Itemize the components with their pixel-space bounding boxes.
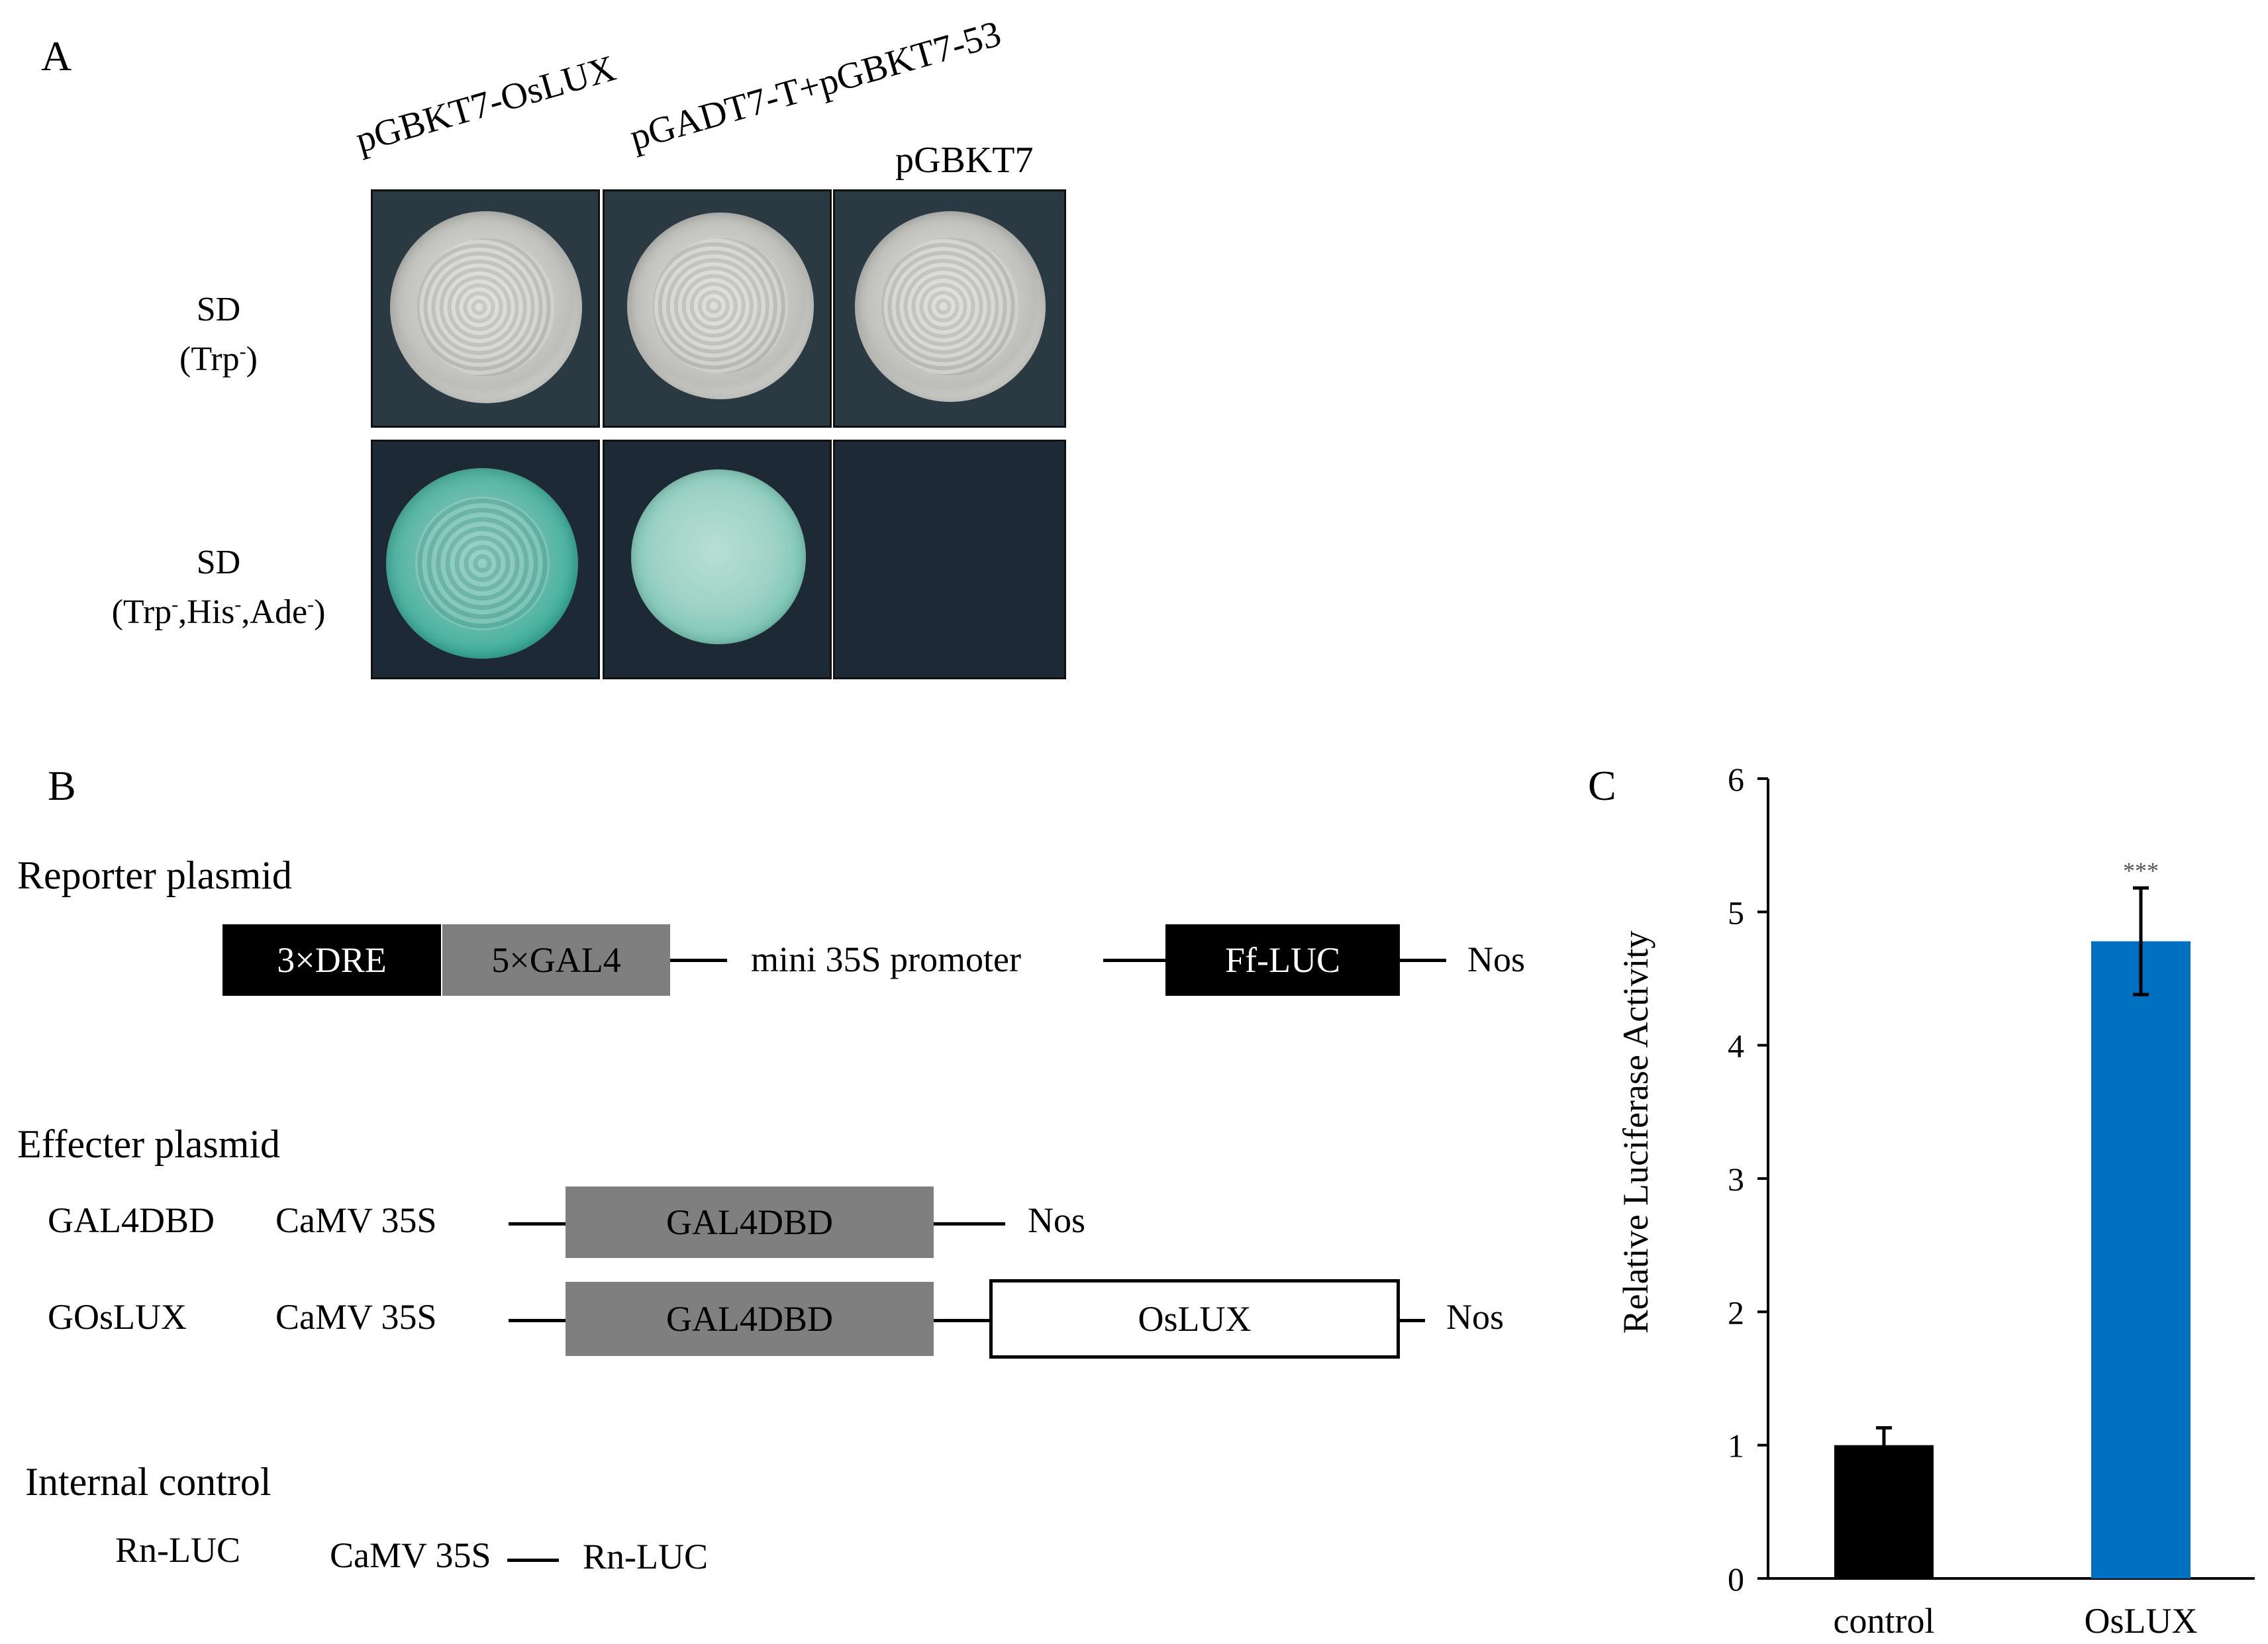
x-tick-label: control — [1834, 1601, 1935, 1641]
x-tick-labels: control OsLUX — [1834, 1601, 2198, 1641]
connector-line — [934, 1319, 991, 1322]
plate-trp-his-ade-oslux — [371, 440, 600, 679]
row-label-sd-trp-his-ade: SD (Trp-,His-,Ade-) — [79, 538, 358, 638]
chart-bars: *** — [1834, 857, 2191, 1578]
yeast-colony — [390, 211, 582, 403]
column-label-pgadt7-t-pgbkt7-53: pGADT7-T+pGBKT7-53 — [625, 13, 1006, 159]
mini-35s-promoter-label: mini 35S promoter — [751, 940, 1021, 979]
column-label-pgbkt7-oslux: pGBKT7-OsLUX — [351, 47, 620, 162]
column-label-pgbkt7: pGBKT7 — [895, 140, 1034, 181]
connector-line — [934, 1222, 1005, 1226]
significance-label: *** — [2123, 857, 2159, 884]
camv-35s-label: CaMV 35S — [330, 1535, 491, 1575]
rn-luc-construct-name: Rn-LUC — [115, 1530, 240, 1570]
nos-terminator-label: Nos — [1446, 1297, 1504, 1337]
connector-line — [509, 1319, 566, 1322]
y-tick-label: 3 — [1728, 1161, 1744, 1198]
gal4dbd-box: GAL4DBD — [566, 1186, 934, 1258]
connector-line — [670, 959, 727, 962]
y-tick-label: 4 — [1728, 1028, 1744, 1065]
panel-c-letter: C — [1588, 762, 1616, 809]
goslux-construct-name: GOsLUX — [48, 1297, 187, 1337]
internal-control-title: Internal control — [25, 1460, 271, 1504]
bar-control — [1834, 1445, 1934, 1578]
y-tick-label: 1 — [1728, 1427, 1744, 1465]
connector-line — [1400, 959, 1446, 962]
row-label-condition: (Trp-) — [179, 340, 258, 379]
plate-trp-empty-vector — [833, 189, 1066, 428]
bar-oslux — [2091, 941, 2191, 1578]
chart-axes: 0 1 2 3 4 5 6 — [1728, 761, 2255, 1598]
plate-trp-his-ade-positive — [603, 440, 832, 679]
reporter-plasmid-title: Reporter plasmid — [17, 853, 292, 897]
plate-trp-positive — [603, 189, 832, 428]
y-tick-label: 5 — [1728, 894, 1744, 931]
gal4dbd-box: GAL4DBD — [566, 1282, 934, 1356]
gal4-box: 5×GAL4 — [442, 924, 670, 996]
ff-luc-box: Ff-LUC — [1165, 924, 1400, 996]
oslux-box: OsLUX — [989, 1279, 1400, 1359]
row-label-sd: SD — [196, 291, 241, 328]
camv-35s-label: CaMV 35S — [275, 1200, 437, 1240]
connector-line — [1400, 1319, 1425, 1322]
gal4dbd-construct-name: GAL4DBD — [48, 1200, 215, 1240]
connector-line — [509, 1222, 566, 1226]
y-tick-label: 2 — [1728, 1294, 1744, 1331]
row-label-sd: SD — [196, 544, 241, 581]
y-axis-label: Relative Luciferase Activity — [1616, 931, 1655, 1334]
camv-35s-label: CaMV 35S — [275, 1297, 437, 1337]
row-label-sd-trp: SD (Trp-) — [139, 285, 298, 385]
x-tick-label: OsLUX — [2085, 1601, 2198, 1641]
row-label-condition: (Trp-,His-,Ade-) — [111, 593, 326, 632]
yeast-colony — [627, 213, 814, 399]
panel-a-letter: A — [41, 32, 72, 79]
panel-b-letter: B — [48, 762, 76, 809]
yeast-colony — [386, 468, 578, 659]
connector-line — [507, 1559, 559, 1562]
nos-terminator-label: Nos — [1028, 1200, 1086, 1240]
plate-trp-his-ade-empty-vector — [833, 440, 1066, 679]
plate-trp-oslux — [371, 189, 600, 428]
y-tick-label: 0 — [1728, 1561, 1744, 1598]
yeast-colony — [631, 469, 806, 644]
effecter-plasmid-title: Effecter plasmid — [17, 1122, 281, 1166]
yeast-colony — [855, 211, 1046, 402]
luciferase-bar-chart: Relative Luciferase Activity 0 1 2 3 4 5 6 ***… — [1616, 761, 2255, 1641]
nos-terminator-label: Nos — [1467, 940, 1526, 979]
rn-luc-label: Rn-LUC — [583, 1537, 708, 1576]
y-tick-label: 6 — [1728, 761, 1744, 798]
dre-box: 3×DRE — [222, 924, 441, 996]
connector-line — [1103, 959, 1165, 962]
